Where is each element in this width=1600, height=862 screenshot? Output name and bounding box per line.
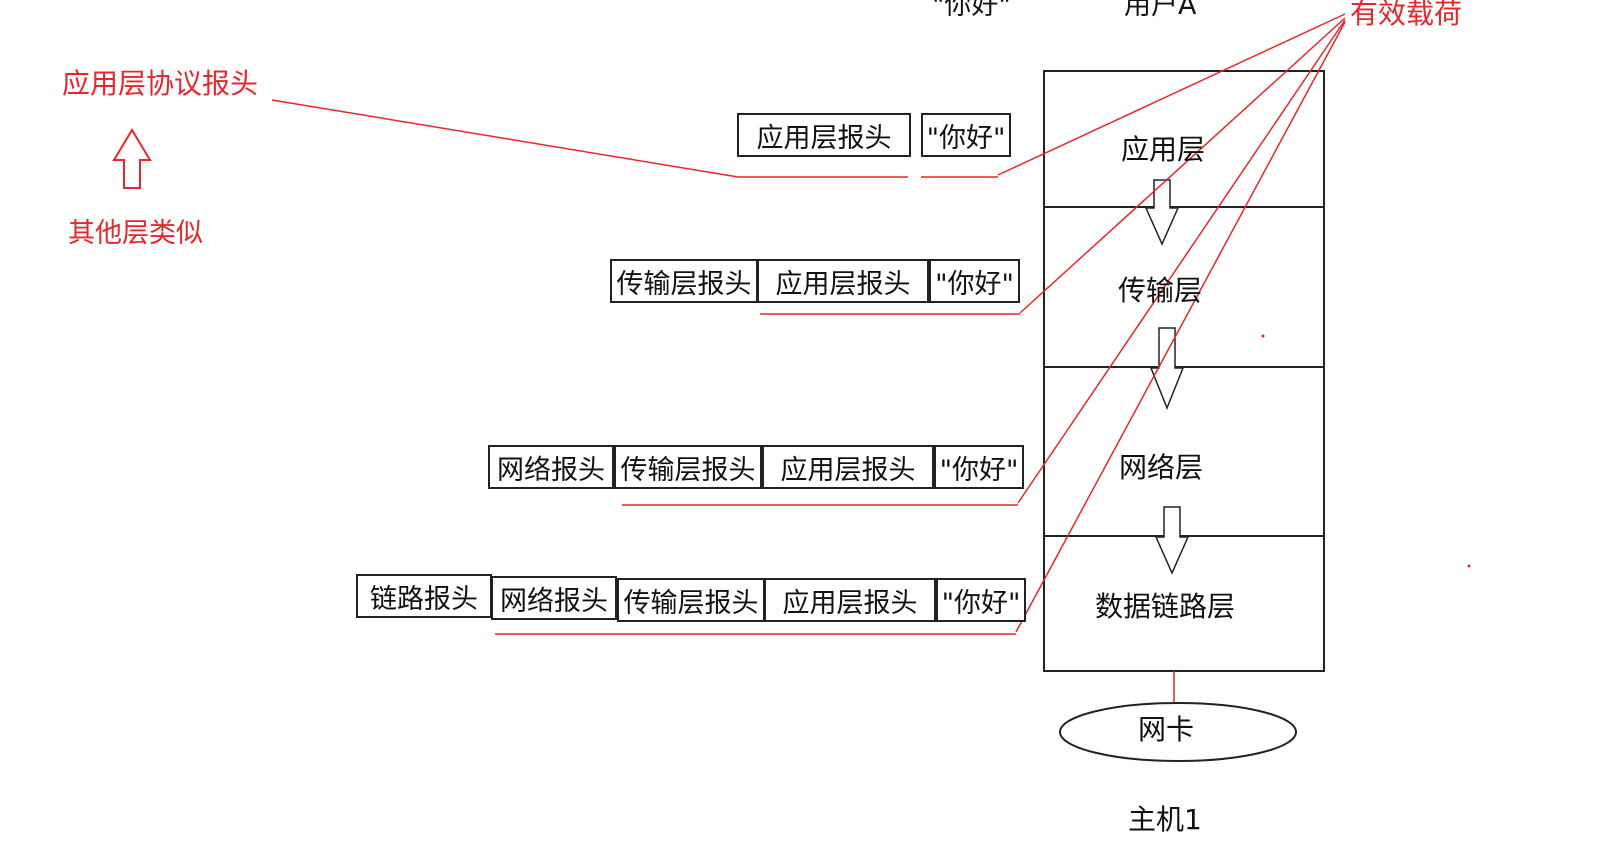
packet-payload: "你好" [921, 113, 1011, 157]
down-arrow-icon [1149, 327, 1185, 411]
protocol-stack-frame [1043, 70, 1325, 672]
app-header-pointer [271, 99, 739, 178]
host-label: 主机1 [1128, 803, 1202, 836]
payload-pointers [997, 13, 1346, 633]
layer-label-data-link: 数据链路层 [1095, 590, 1236, 623]
stray-dot [1467, 564, 1471, 568]
packet-payload: "你好" [934, 445, 1024, 489]
nic-ellipse [1059, 702, 1297, 762]
header-underlines [495, 176, 1020, 635]
stray-dot [1261, 334, 1265, 338]
packet-app-header: 应用层报头 [764, 578, 936, 622]
packet-app-header: 应用层报头 [762, 445, 934, 489]
packet-network-header: 网络报头 [488, 445, 614, 489]
layer-label-transport: 传输层 [1118, 274, 1203, 307]
down-arrow-icon [1144, 179, 1180, 246]
layer-label-application: 应用层 [1121, 133, 1206, 166]
layer-label-network: 网络层 [1119, 451, 1204, 484]
down-arrow-icon [1154, 506, 1190, 575]
packet-payload: "你好" [936, 578, 1026, 622]
nic-label: 网卡 [1138, 713, 1195, 746]
payload-annotation: 有效载荷 [1350, 0, 1463, 30]
packet-app-header: 应用层报头 [737, 113, 911, 157]
packet-link-header: 链路报头 [356, 574, 492, 618]
up-arrow-icon [112, 128, 152, 189]
packet-payload: "你好" [929, 259, 1020, 303]
app-protocol-header-annotation: 应用层协议报头 [62, 67, 259, 100]
packet-app-header: 应用层报头 [757, 259, 929, 303]
packet-transport-header: 传输层报头 [617, 578, 765, 622]
top-payload-label: "你好" [932, 0, 1011, 21]
packet-transport-header: 传输层报头 [614, 445, 762, 489]
others-similar-annotation: 其他层类似 [68, 218, 203, 249]
packet-transport-header: 传输层报头 [610, 259, 758, 303]
packet-network-header: 网络报头 [491, 576, 617, 620]
user-label: 用户A [1124, 0, 1197, 21]
